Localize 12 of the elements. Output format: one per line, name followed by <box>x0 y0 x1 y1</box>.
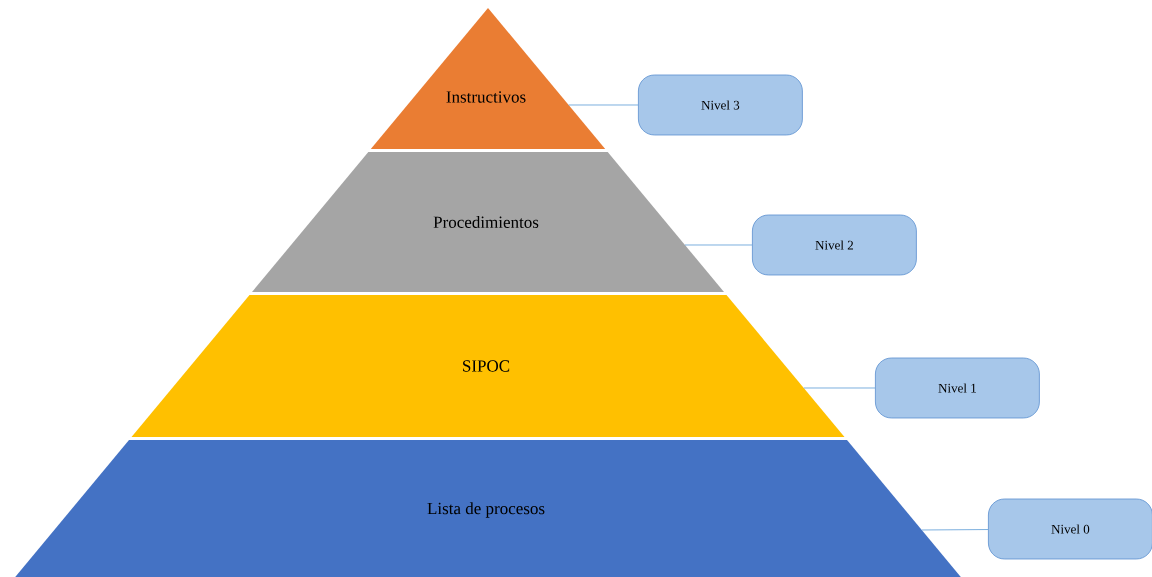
pyramid-band: Instructivos <box>370 8 606 149</box>
level-pill: Nivel 0 <box>988 498 1152 560</box>
leader-line <box>568 104 639 106</box>
level-pill: Nivel 3 <box>638 74 803 136</box>
leader-line <box>921 529 989 531</box>
pyramid-band: SIPOC <box>131 295 845 437</box>
pyramid-band: Procedimientos <box>252 152 724 292</box>
level-pill: Nivel 2 <box>752 214 917 276</box>
leader-line <box>684 244 753 246</box>
level-pill: Nivel 1 <box>875 357 1040 419</box>
pyramid-band: Lista de procesos <box>15 440 961 577</box>
leader-line <box>803 387 876 389</box>
